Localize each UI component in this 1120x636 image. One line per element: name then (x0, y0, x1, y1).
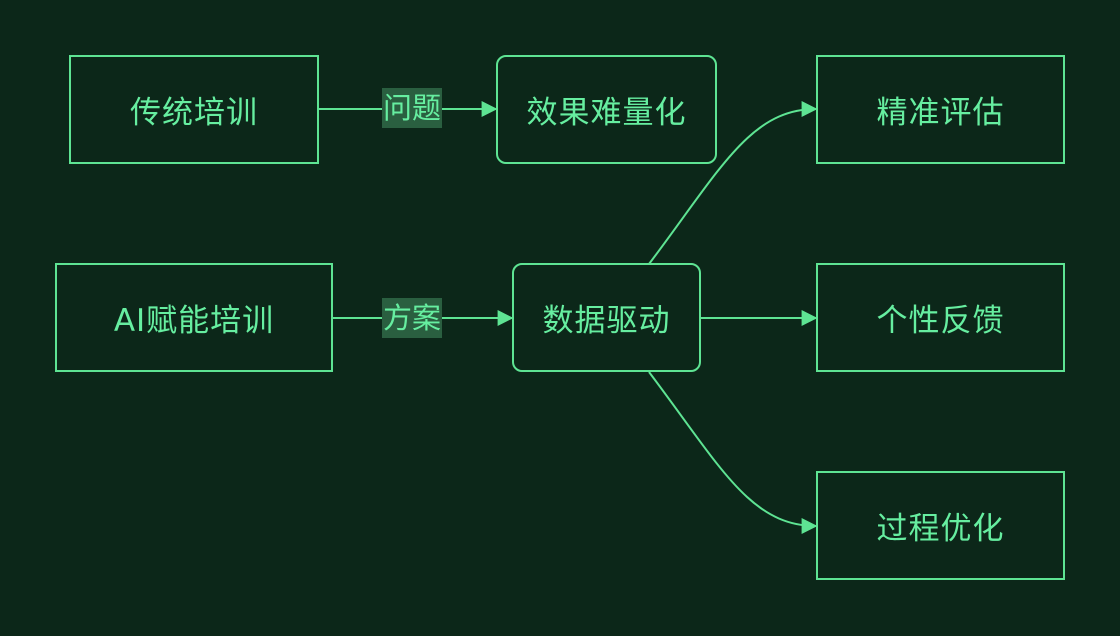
edge-label-solution: 方案 (382, 298, 443, 338)
node-personalized-feedback: 个性反馈 (816, 263, 1065, 372)
node-precise-evaluation: 精准评估 (816, 55, 1065, 164)
node-process-optimization: 过程优化 (816, 471, 1065, 580)
edge-label-problem: 问题 (382, 88, 443, 128)
edge-data-driven-to-process-opt (648, 371, 818, 534)
edge-data-driven-to-precise-eval (648, 101, 818, 265)
node-traditional-training: 传统培训 (69, 55, 319, 164)
node-ai-training: AI赋能培训 (55, 263, 333, 372)
node-hard-to-measure: 效果难量化 (496, 55, 717, 164)
node-data-driven: 数据驱动 (512, 263, 701, 372)
